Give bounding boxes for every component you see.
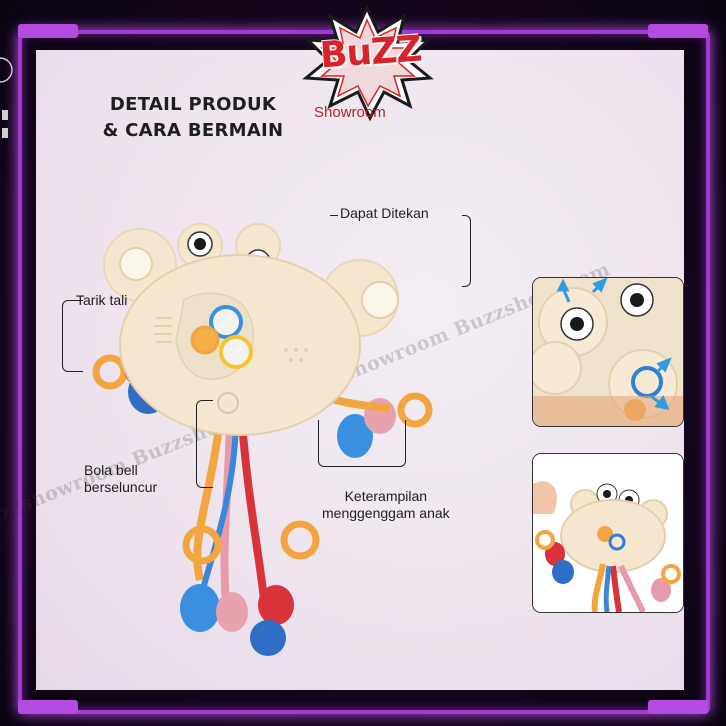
callout-pull: Tarik tali (76, 292, 128, 308)
detail-photo-pull (532, 453, 684, 613)
callout-bell-line-1: Bola bell (84, 462, 138, 478)
press-detail-illustration (533, 278, 683, 426)
frame-corner-decoration (648, 700, 708, 714)
callout-bell-line-2: berseluncur (84, 479, 158, 495)
teether-head (180, 584, 220, 632)
pull-ring (92, 354, 128, 390)
callout-bell: Bola bell berseluncur (84, 462, 157, 496)
press-button (190, 325, 220, 355)
frame-corner-decoration (648, 24, 708, 38)
side-logo-mark (0, 57, 13, 138)
teether-head (250, 620, 286, 656)
frame-corner-decoration (18, 24, 78, 38)
press-button (219, 335, 253, 369)
callout-grip: Keterampilan menggenggam anak (322, 488, 450, 522)
title-line-2: & CARA BERMAIN (102, 120, 284, 141)
pull-ring (280, 520, 320, 560)
detail-photo-press (532, 277, 684, 427)
page-title: DETAIL PRODUK & CARA BERMAIN (88, 92, 298, 144)
bell-ball (217, 392, 239, 414)
pull-string (220, 421, 234, 621)
callout-grip-line-1: Keterampilan (344, 488, 428, 504)
teether-head (258, 585, 294, 625)
callout-grip-line-2: menggenggam anak (322, 505, 450, 521)
press-button (209, 305, 243, 339)
pull-detail-illustration (533, 454, 683, 612)
brand-logo-sub: Showroom (314, 104, 386, 121)
brand-logo-word: BuZZ (318, 28, 423, 77)
pull-ring (397, 392, 433, 428)
teether-head (337, 414, 373, 458)
pull-string (238, 421, 268, 601)
pull-string (193, 419, 224, 581)
frame-corner-decoration (18, 700, 78, 714)
title-line-1: DETAIL PRODUK (109, 94, 277, 115)
callout-press: Dapat Ditekan (340, 205, 429, 221)
brand-logo: BuZZ Showroom (300, 6, 435, 126)
crab-toy-illustration (92, 223, 433, 656)
burst-icon (302, 6, 434, 122)
pull-ring (182, 525, 222, 565)
teether-head (216, 592, 248, 632)
